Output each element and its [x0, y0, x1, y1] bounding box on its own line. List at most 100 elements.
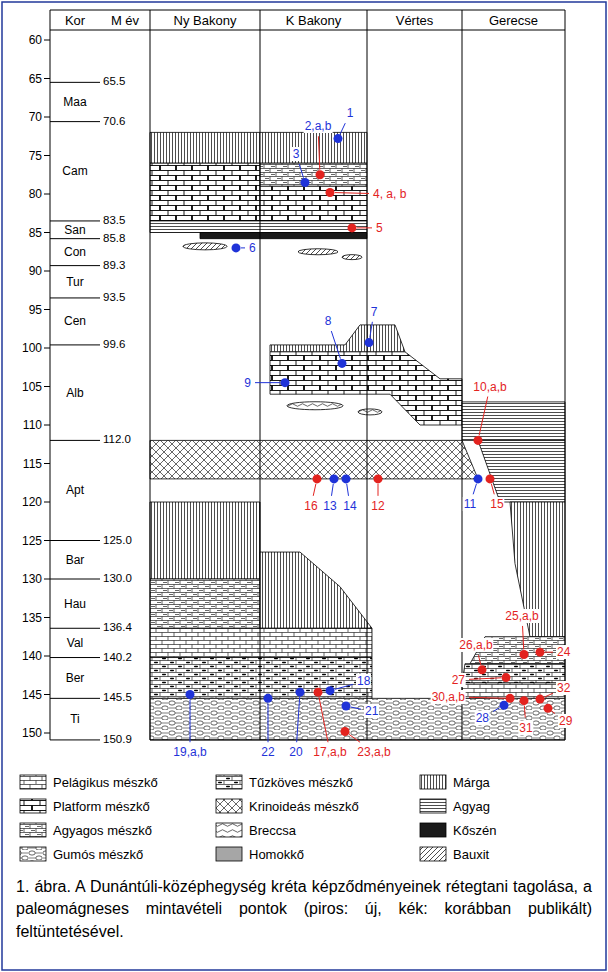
age-value: 99.6 — [103, 339, 125, 351]
grid-line — [50, 440, 100, 441]
grid-line — [50, 121, 100, 122]
axis-tick-label: 95 — [29, 304, 42, 316]
sample-point — [314, 688, 323, 697]
grid-line — [44, 540, 50, 541]
leader-line — [241, 247, 245, 248]
grid-line — [50, 657, 100, 658]
figure-caption: 1. ábra. A Dunántúli-középhegység kréta … — [16, 876, 592, 943]
legend-swatches — [20, 775, 446, 861]
axis-tick-label: 90 — [29, 265, 42, 277]
age-value: 140.2 — [103, 652, 132, 664]
rock-unit — [150, 628, 372, 657]
sample-point — [232, 243, 241, 252]
leader-line — [524, 706, 526, 718]
grid-line — [44, 40, 50, 41]
grid-line — [44, 617, 50, 618]
legend-label: Krinoideás mészkő — [249, 800, 359, 813]
leader-line — [357, 227, 372, 228]
rock-unit — [260, 186, 367, 221]
sample-point — [520, 650, 529, 659]
sample-point — [478, 665, 487, 674]
leader-line — [378, 484, 379, 496]
leader-line — [190, 700, 191, 743]
stage-name: Cam — [62, 165, 87, 177]
rock-unit — [150, 658, 372, 699]
sample-number: 17,a,b — [312, 745, 347, 759]
legend-swatch — [20, 823, 46, 837]
sample-point — [536, 648, 545, 657]
legend-swatch — [216, 799, 242, 813]
leader-line — [469, 697, 505, 699]
sample-point — [330, 474, 339, 483]
stage-name: Ti — [70, 713, 80, 725]
stage-name: San — [64, 224, 85, 236]
sample-point — [506, 694, 515, 703]
legend-label: Agyagos mészkő — [53, 824, 152, 837]
grid-line — [44, 232, 50, 233]
grid-line — [44, 656, 50, 657]
grid-line — [50, 579, 100, 580]
grid-line — [150, 10, 151, 740]
axis-tick-label: 70 — [29, 111, 42, 123]
grid-line — [50, 698, 100, 699]
rock-lens — [342, 255, 362, 260]
sample-number: 22 — [260, 745, 275, 759]
sample-point — [264, 694, 273, 703]
sample-number: 10,a,b — [472, 380, 507, 394]
axis-tick-label: 125 — [22, 535, 42, 547]
age-value: 93.5 — [103, 292, 125, 304]
rock-unit — [270, 325, 405, 352]
column-header: M év — [111, 14, 139, 27]
age-value: 89.3 — [103, 260, 125, 272]
legend-swatch — [20, 775, 46, 789]
leader-line — [331, 484, 333, 496]
leader-lines — [190, 123, 555, 742]
grid-line — [44, 309, 50, 310]
sample-number: 14 — [342, 499, 357, 513]
leader-line — [523, 626, 524, 650]
grid-line — [50, 10, 51, 740]
sample-number: 2,a,b — [304, 119, 333, 133]
grid-line — [44, 78, 50, 79]
axis-tick-label: 80 — [29, 188, 42, 200]
age-value: 65.5 — [103, 77, 125, 89]
legend-swatch — [20, 847, 46, 861]
grid-line — [50, 10, 565, 11]
leader-line — [349, 734, 360, 742]
legend-label: Platform mészkő — [53, 800, 150, 813]
axis-tick-label: 120 — [22, 496, 42, 508]
sample-number: 18 — [356, 674, 371, 688]
sample-points — [186, 134, 553, 736]
rock-unit — [150, 221, 367, 233]
sample-point — [348, 223, 357, 232]
leader-line — [340, 123, 345, 134]
stage-name: Maa — [63, 96, 86, 108]
leader-line — [318, 136, 319, 170]
sample-number: 3 — [292, 147, 301, 161]
legend-swatch — [420, 847, 446, 861]
axis-tick-label: 75 — [29, 150, 42, 162]
sample-number: 13 — [322, 499, 337, 513]
sample-point — [334, 134, 343, 143]
stage-name: Cen — [64, 315, 86, 327]
axis-tick-label: 110 — [23, 419, 42, 431]
sample-point — [316, 170, 325, 179]
column-header: Kor — [65, 14, 85, 27]
legend-label: Tűzköves mészkő — [249, 776, 353, 789]
sample-point — [313, 474, 322, 483]
sample-point — [338, 359, 347, 368]
rock-unit — [150, 440, 478, 479]
rock-lens — [358, 409, 382, 415]
age-value: 130.0 — [103, 573, 132, 585]
age-value: 83.5 — [103, 215, 125, 227]
grid-line — [50, 265, 100, 266]
legend-swatch — [420, 799, 446, 813]
rock-unit — [150, 132, 367, 163]
sample-point — [544, 704, 553, 713]
sample-point — [500, 701, 509, 710]
legend-label: Pelágikus mészkő — [53, 776, 158, 789]
stage-name: Val — [67, 637, 83, 649]
axis-tick-label: 135 — [22, 612, 42, 624]
